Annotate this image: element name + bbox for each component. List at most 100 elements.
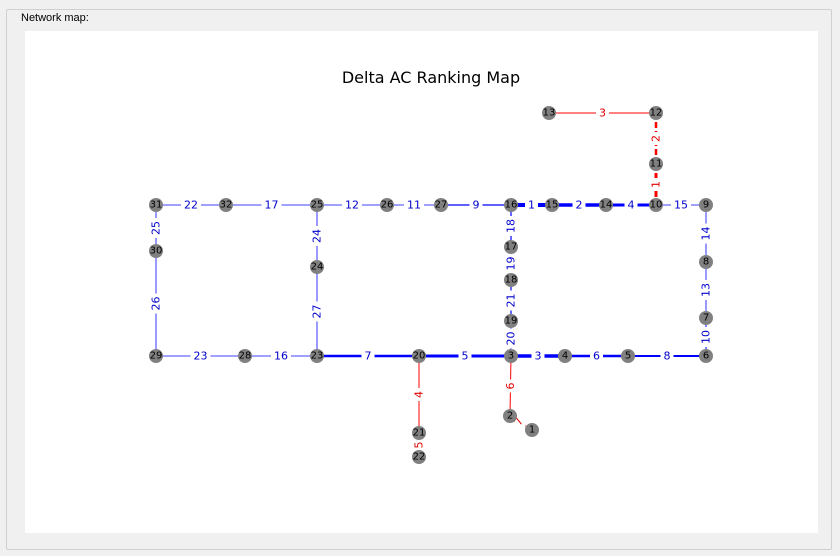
bus-node-21 — [412, 426, 426, 440]
branch-label-background — [671, 199, 691, 211]
branch-label-background — [505, 290, 517, 311]
bus-node-label: 3 — [508, 351, 514, 362]
branch-rank-label: 2 — [576, 199, 583, 212]
branch-label-background — [311, 226, 323, 246]
bus-node-label: 16 — [505, 200, 518, 211]
branch-rank-label: 7 — [365, 350, 372, 363]
network-map-label: Network map: — [19, 12, 91, 24]
bus-node-13 — [542, 106, 556, 120]
branch-label-background — [311, 301, 323, 322]
bus-node-22 — [412, 450, 426, 464]
bus-node-10 — [649, 198, 663, 212]
bus-node-label: 13 — [543, 108, 556, 119]
bus-node-29 — [149, 349, 163, 363]
bus-node-14 — [599, 198, 613, 212]
branch-label-background — [525, 199, 538, 211]
bus-node-label: 7 — [703, 313, 709, 324]
bus-node-1 — [525, 423, 539, 437]
bus-node-label: 25 — [311, 200, 324, 211]
branch-rank-label: 2 — [650, 135, 663, 142]
branch-label-background — [572, 199, 586, 211]
bus-node-label: 20 — [413, 351, 426, 362]
branch-rank-label: 20 — [505, 332, 518, 346]
branch-label-background — [700, 280, 712, 300]
branch-rank-label: 21 — [505, 294, 518, 308]
bus-node-label: 28 — [239, 351, 252, 362]
bus-node-label: 9 — [703, 200, 709, 211]
branch-label-background — [660, 350, 674, 362]
branch-label-background — [361, 350, 375, 362]
bus-node-20 — [412, 349, 426, 363]
bus-node-label: 8 — [703, 257, 709, 268]
branch-rank-label: 14 — [700, 227, 713, 241]
branch-rank-label: 6 — [504, 383, 517, 390]
branch-label-background — [150, 218, 162, 238]
bus-node-25 — [310, 198, 324, 212]
branch-label-background — [150, 293, 162, 314]
bus-node-label: 19 — [505, 316, 518, 327]
map-title: Delta AC Ranking Map — [342, 68, 520, 87]
bus-node-11 — [649, 157, 663, 171]
bus-node-label: 26 — [381, 200, 394, 211]
branch-label-background — [700, 327, 712, 347]
bus-node-15 — [545, 198, 559, 212]
branch-rank-label: 12 — [345, 199, 359, 212]
bus-node-label: 27 — [435, 200, 448, 211]
bus-node-label: 17 — [505, 242, 518, 253]
bus-node-label: 1 — [529, 425, 535, 436]
bus-node-label: 30 — [150, 246, 163, 257]
branch-label-background — [458, 350, 472, 362]
branch-rank-label: 13 — [700, 283, 713, 297]
bus-node-label: 24 — [311, 262, 324, 273]
branch-label-background — [505, 216, 517, 236]
branch-label-background — [181, 199, 201, 211]
bus-node-27 — [434, 198, 448, 212]
branch-rank-label: 1 — [528, 199, 535, 212]
bus-node-label: 4 — [562, 351, 568, 362]
branch-rank-label: 11 — [407, 199, 421, 212]
bus-node-24 — [310, 260, 324, 274]
branch-rank-label: 4 — [413, 391, 426, 398]
branch-label-background — [531, 350, 545, 362]
bus-node-label: 15 — [546, 200, 559, 211]
bus-node-label: 5 — [625, 351, 631, 362]
bus-node-label: 12 — [650, 108, 663, 119]
bus-node-31 — [149, 198, 163, 212]
bus-node-16 — [504, 198, 518, 212]
branch-label-background — [404, 199, 424, 211]
bus-node-32 — [219, 198, 233, 212]
branch-label-background — [505, 328, 517, 349]
branch-rank-label: 23 — [194, 350, 208, 363]
bus-node-6 — [699, 349, 713, 363]
bus-node-label: 23 — [311, 351, 324, 362]
branch-rank-label: 1 — [650, 181, 663, 188]
branch-rank-label: 19 — [505, 257, 518, 271]
bus-node-17 — [504, 240, 518, 254]
branch-rank-label: 3 — [599, 107, 606, 120]
branch-label-background — [650, 178, 662, 191]
bus-node-7 — [699, 311, 713, 325]
network-map-group: Network map: — [6, 9, 832, 550]
bus-node-label: 2 — [507, 411, 513, 422]
branch-label-background — [342, 199, 362, 211]
branch-label-background — [624, 199, 638, 211]
bus-node-label: 31 — [150, 200, 163, 211]
branch-label-background — [505, 253, 517, 274]
bus-node-28 — [238, 349, 252, 363]
bus-node-label: 29 — [150, 351, 163, 362]
bus-node-5 — [621, 349, 635, 363]
bus-node-label: 6 — [703, 351, 709, 362]
branch-rank-label: 18 — [505, 219, 518, 233]
bus-node-12 — [649, 106, 663, 120]
branch-rank-label: 26 — [150, 297, 163, 311]
bus-node-30 — [149, 244, 163, 258]
bus-node-19 — [504, 314, 518, 328]
branch-rank-label: 27 — [311, 305, 324, 319]
branch-rank-label: 16 — [274, 350, 288, 363]
branch-rank-label: 25 — [150, 221, 163, 235]
branch-rank-label: 4 — [628, 199, 635, 212]
branch-rank-label: 5 — [413, 442, 426, 449]
